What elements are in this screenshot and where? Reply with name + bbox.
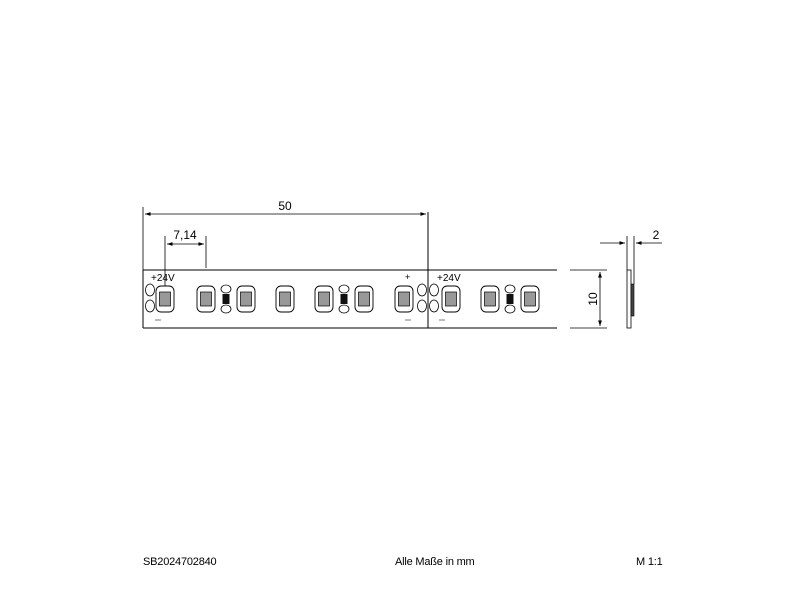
led-chip bbox=[236, 285, 256, 313]
resistor bbox=[220, 284, 232, 314]
dimension-label: 50 bbox=[278, 199, 292, 213]
plus-mark: + bbox=[405, 272, 410, 282]
article-number: SB2024702840 bbox=[143, 556, 217, 568]
led-chip bbox=[354, 285, 374, 313]
voltage-label: +24V bbox=[437, 273, 461, 284]
dimension-label: 2 bbox=[653, 228, 660, 242]
dimension-led-pitch: 7,14 bbox=[164, 228, 207, 286]
led-chip bbox=[480, 285, 500, 313]
led-chip bbox=[196, 285, 216, 313]
led-chip bbox=[155, 285, 175, 313]
led-chip bbox=[394, 285, 414, 313]
led-chip bbox=[441, 285, 461, 313]
resistor bbox=[338, 284, 350, 314]
led-strip bbox=[142, 269, 557, 329]
dimension-segment-length: 50 bbox=[142, 199, 426, 270]
voltage-label: +24V bbox=[151, 273, 175, 284]
resistor bbox=[504, 284, 516, 314]
solder-pad bbox=[417, 283, 427, 313]
dimension-strip-width: 10 bbox=[570, 269, 607, 329]
scale-label: M 1:1 bbox=[636, 556, 663, 568]
led-row bbox=[155, 284, 540, 314]
units-note: Alle Maße in mm bbox=[395, 556, 475, 568]
led-chip bbox=[520, 285, 540, 313]
led-chip bbox=[275, 285, 295, 313]
dimension-label: 7,14 bbox=[173, 228, 197, 242]
dimension-label: 10 bbox=[586, 292, 600, 306]
solder-pad bbox=[145, 283, 155, 313]
solder-pad bbox=[429, 283, 439, 313]
led-chip bbox=[314, 285, 334, 313]
strip-side-view bbox=[626, 269, 635, 329]
dimension-strip-thickness: 2 bbox=[600, 228, 662, 284]
